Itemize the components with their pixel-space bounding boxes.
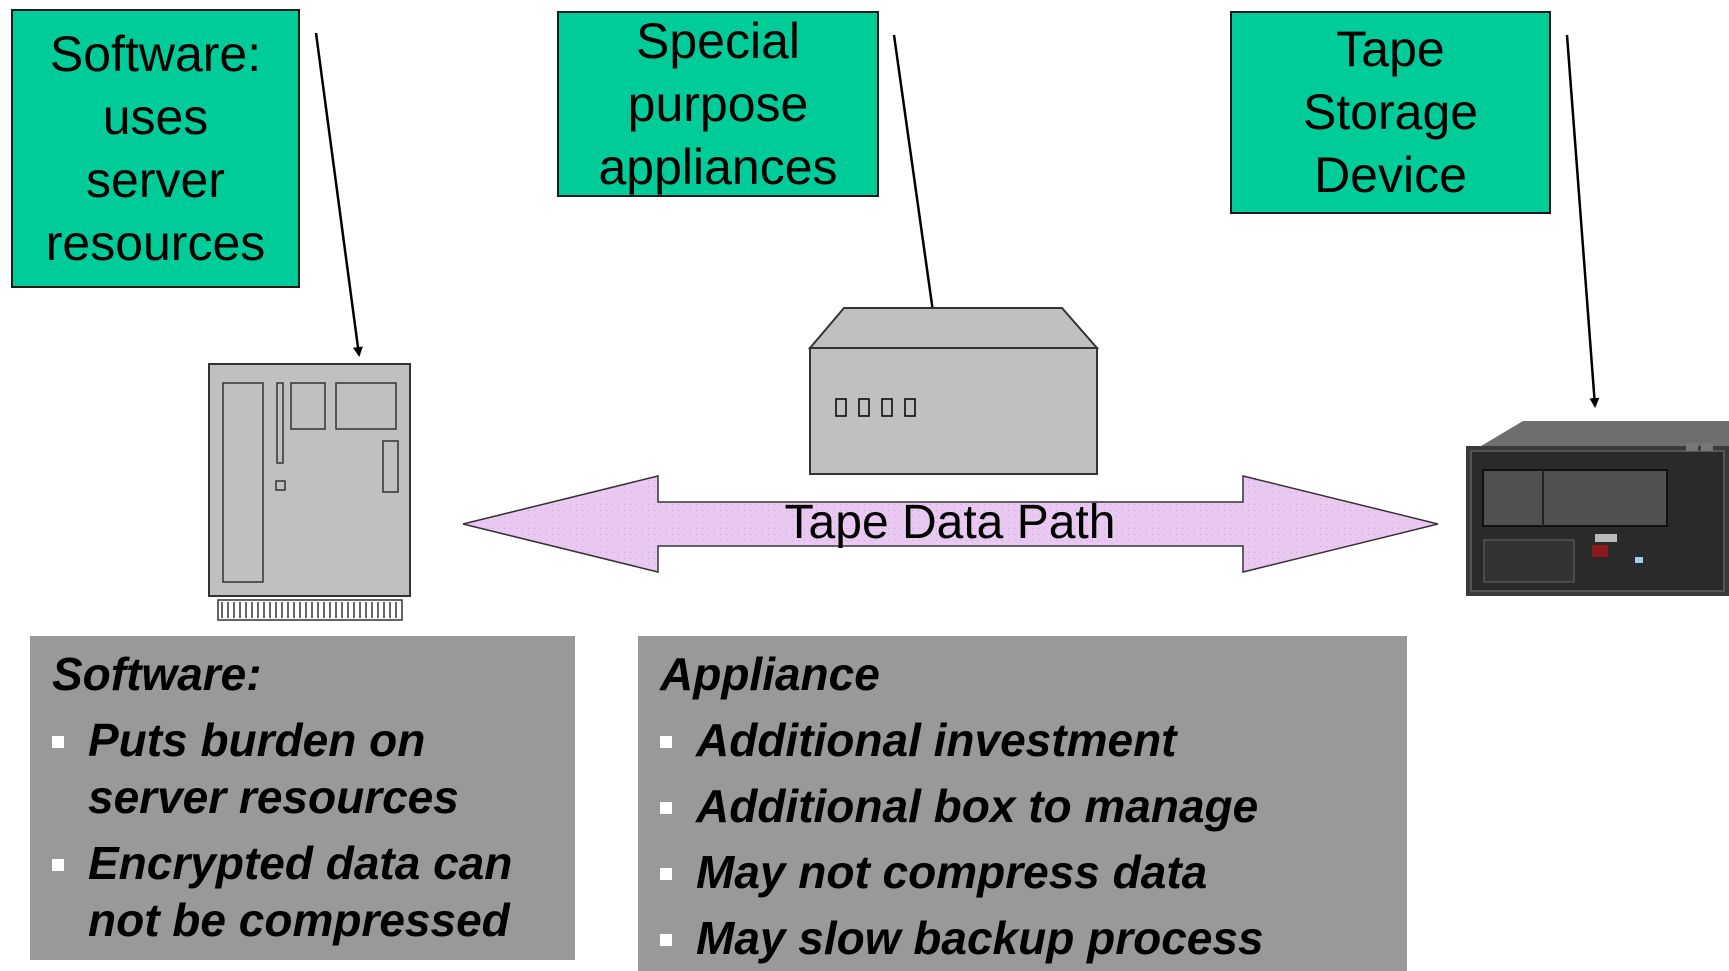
panel-list: Puts burden on server resources Encrypte… <box>52 712 575 949</box>
callout-appliance: Special purpose appliances <box>557 11 879 197</box>
list-item: Additional investment <box>660 712 1407 769</box>
list-item: Additional box to manage <box>660 778 1407 835</box>
bullet-icon <box>660 868 672 880</box>
panel-title: Software: <box>52 648 262 700</box>
pointer-line-appliance <box>892 34 939 328</box>
callout-software: Software: uses server resources <box>11 9 300 288</box>
bullet-icon <box>660 802 672 814</box>
callout-line: Tape <box>1336 21 1445 77</box>
panel-appliance: Appliance Additional investment Addition… <box>638 636 1407 971</box>
tape-data-path-arrow <box>462 475 1439 573</box>
panel-list: Additional investment Additional box to … <box>660 712 1407 967</box>
list-item: Encrypted data can not be compressed <box>52 835 575 949</box>
list-item: May slow backup process <box>660 910 1407 967</box>
bullet-icon <box>52 736 64 748</box>
tape-drive-icon <box>1466 421 1729 596</box>
bullet-icon <box>660 934 672 946</box>
callout-tape: Tape Storage Device <box>1230 11 1551 214</box>
server-board-icon <box>208 363 411 621</box>
pointer-line-tape <box>1565 34 1600 408</box>
bullet-icon <box>660 736 672 748</box>
pointer-line-software <box>314 32 363 357</box>
list-item: May not compress data <box>660 844 1407 901</box>
bullet-icon <box>52 859 64 871</box>
callout-line: server <box>86 151 225 208</box>
callout-line: resources <box>45 214 266 271</box>
list-item: Puts burden on server resources <box>52 712 575 826</box>
callout-line: purpose <box>627 75 809 132</box>
callout-line: appliances <box>598 138 838 195</box>
callout-line: Software: <box>49 25 262 82</box>
panel-software: Software: Puts burden on server resource… <box>30 636 575 960</box>
appliance-box-icon <box>807 307 1100 475</box>
callout-line: uses <box>102 88 209 145</box>
callout-line: Storage <box>1302 84 1479 140</box>
callout-line: Special <box>636 12 800 69</box>
tape-data-path-label: Tape Data Path <box>784 496 1116 549</box>
callout-line: Device <box>1314 147 1467 203</box>
panel-title: Appliance <box>660 648 880 700</box>
